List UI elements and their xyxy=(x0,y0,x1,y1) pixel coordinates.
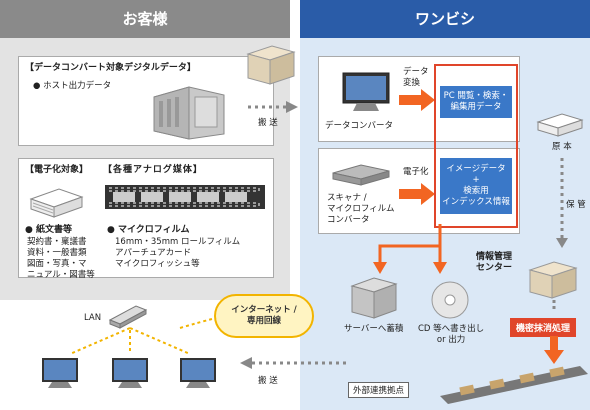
paper-docs-title: ● 紙文書等 xyxy=(25,225,72,235)
scanner-icon xyxy=(332,164,390,186)
pc-output-box: PC 閲覧・検索・ 編集用データ xyxy=(440,86,512,118)
host-output-label: ● ホスト出力データ xyxy=(33,81,112,91)
image-output-box: イメージデータ + 検索用 インデックス情報 xyxy=(440,158,512,214)
lan-hub-icon xyxy=(108,305,148,329)
info-center-label: 情報管理 センター xyxy=(476,252,513,273)
conveyor-icon xyxy=(440,366,588,404)
original-label: 原 本 xyxy=(552,142,572,152)
shred-down-arrow xyxy=(552,300,556,312)
data-convert-step: データ 変換 xyxy=(403,67,429,88)
external-base-label: 外部連携拠点 xyxy=(348,382,410,398)
server-label: サーバーへ蓄積 xyxy=(344,324,404,334)
client-pc-1-icon xyxy=(42,358,78,388)
analog-media-heading: 【各種アナログ媒体】 xyxy=(103,165,203,175)
microfilm-title: ● マイクロフィルム xyxy=(107,225,190,235)
transport-top-label: 搬 送 xyxy=(258,118,278,128)
client-pc-2-icon xyxy=(112,358,148,388)
scanner-box: スキャナ / マイクロフィルム コンバータ 電子化 xyxy=(318,148,520,234)
wanbishi-title: ワンビシ xyxy=(414,10,475,28)
server-icon xyxy=(350,277,398,319)
lan-signal-lines xyxy=(69,317,217,355)
paper-docs-detail: 契約書・稟議書 資料・一般書類 図面・写真・マ ニュアル・図書等 xyxy=(27,237,95,280)
wanbishi-panel: ワンビシ データコンバータ データ 変換 スキャナ / マイクロフィルム コンバ… xyxy=(300,0,590,410)
storage-arrow xyxy=(556,158,568,248)
cd-icon xyxy=(431,281,469,319)
internet-label: インターネット / 専用回線 xyxy=(231,305,297,326)
microfilm-strip-icon xyxy=(105,185,265,209)
customer-panel: お客様 【データコンバート対象デジタルデータ】 ● ホスト出力データ 【電子化対… xyxy=(0,0,290,410)
shredding-badge: 機密抹消処理 xyxy=(510,318,577,337)
customer-header: お客様 xyxy=(0,0,290,38)
data-converter-label: データコンバータ xyxy=(325,121,394,131)
paper-stack-icon xyxy=(29,188,84,218)
transport-bottom-label: 搬 送 xyxy=(258,376,278,386)
digital-data-box: 【データコンバート対象デジタルデータ】 ● ホスト出力データ xyxy=(18,56,274,146)
client-pc-3-icon xyxy=(180,358,216,388)
cd-output-label: CD 等へ書き出し or 出力 xyxy=(418,324,485,345)
digital-data-heading: 【データコンバート対象デジタルデータ】 xyxy=(25,63,196,73)
warehouse-box-icon xyxy=(528,261,578,299)
transport-arrow-bottom xyxy=(240,357,350,369)
wanbishi-header: ワンビシ xyxy=(300,0,590,38)
customer-title: お客様 xyxy=(122,10,168,28)
transport-arrow-top xyxy=(248,101,298,113)
microfilm-detail: 16mm・35mm ロールフィルム アパーチュアカード マイクロフィッシュ等 xyxy=(115,237,241,269)
storage-label: 保 管 xyxy=(566,200,586,210)
digitize-target-heading: 【電子化対象】 xyxy=(25,165,89,175)
transport-box-icon xyxy=(246,45,296,85)
output-connector-arrows xyxy=(373,224,447,274)
original-document-icon xyxy=(536,113,584,137)
digitize-arrow-icon xyxy=(399,183,435,205)
internet-cloud: インターネット / 専用回線 xyxy=(214,294,314,338)
scanner-label: スキャナ / マイクロフィルム コンバータ xyxy=(327,193,395,225)
monitor-icon xyxy=(342,72,390,111)
mainframe-icon xyxy=(153,86,225,140)
digitize-step: 電子化 xyxy=(403,167,429,177)
shred-arrow-icon xyxy=(544,336,564,364)
output-frame xyxy=(434,64,518,228)
convert-arrow-icon xyxy=(399,89,435,111)
lan-label: LAN xyxy=(84,313,102,323)
analog-media-box: 【電子化対象】 【各種アナログ媒体】 ● 紙文書等 契約書・稟議書 資料・一般書… xyxy=(18,158,274,280)
